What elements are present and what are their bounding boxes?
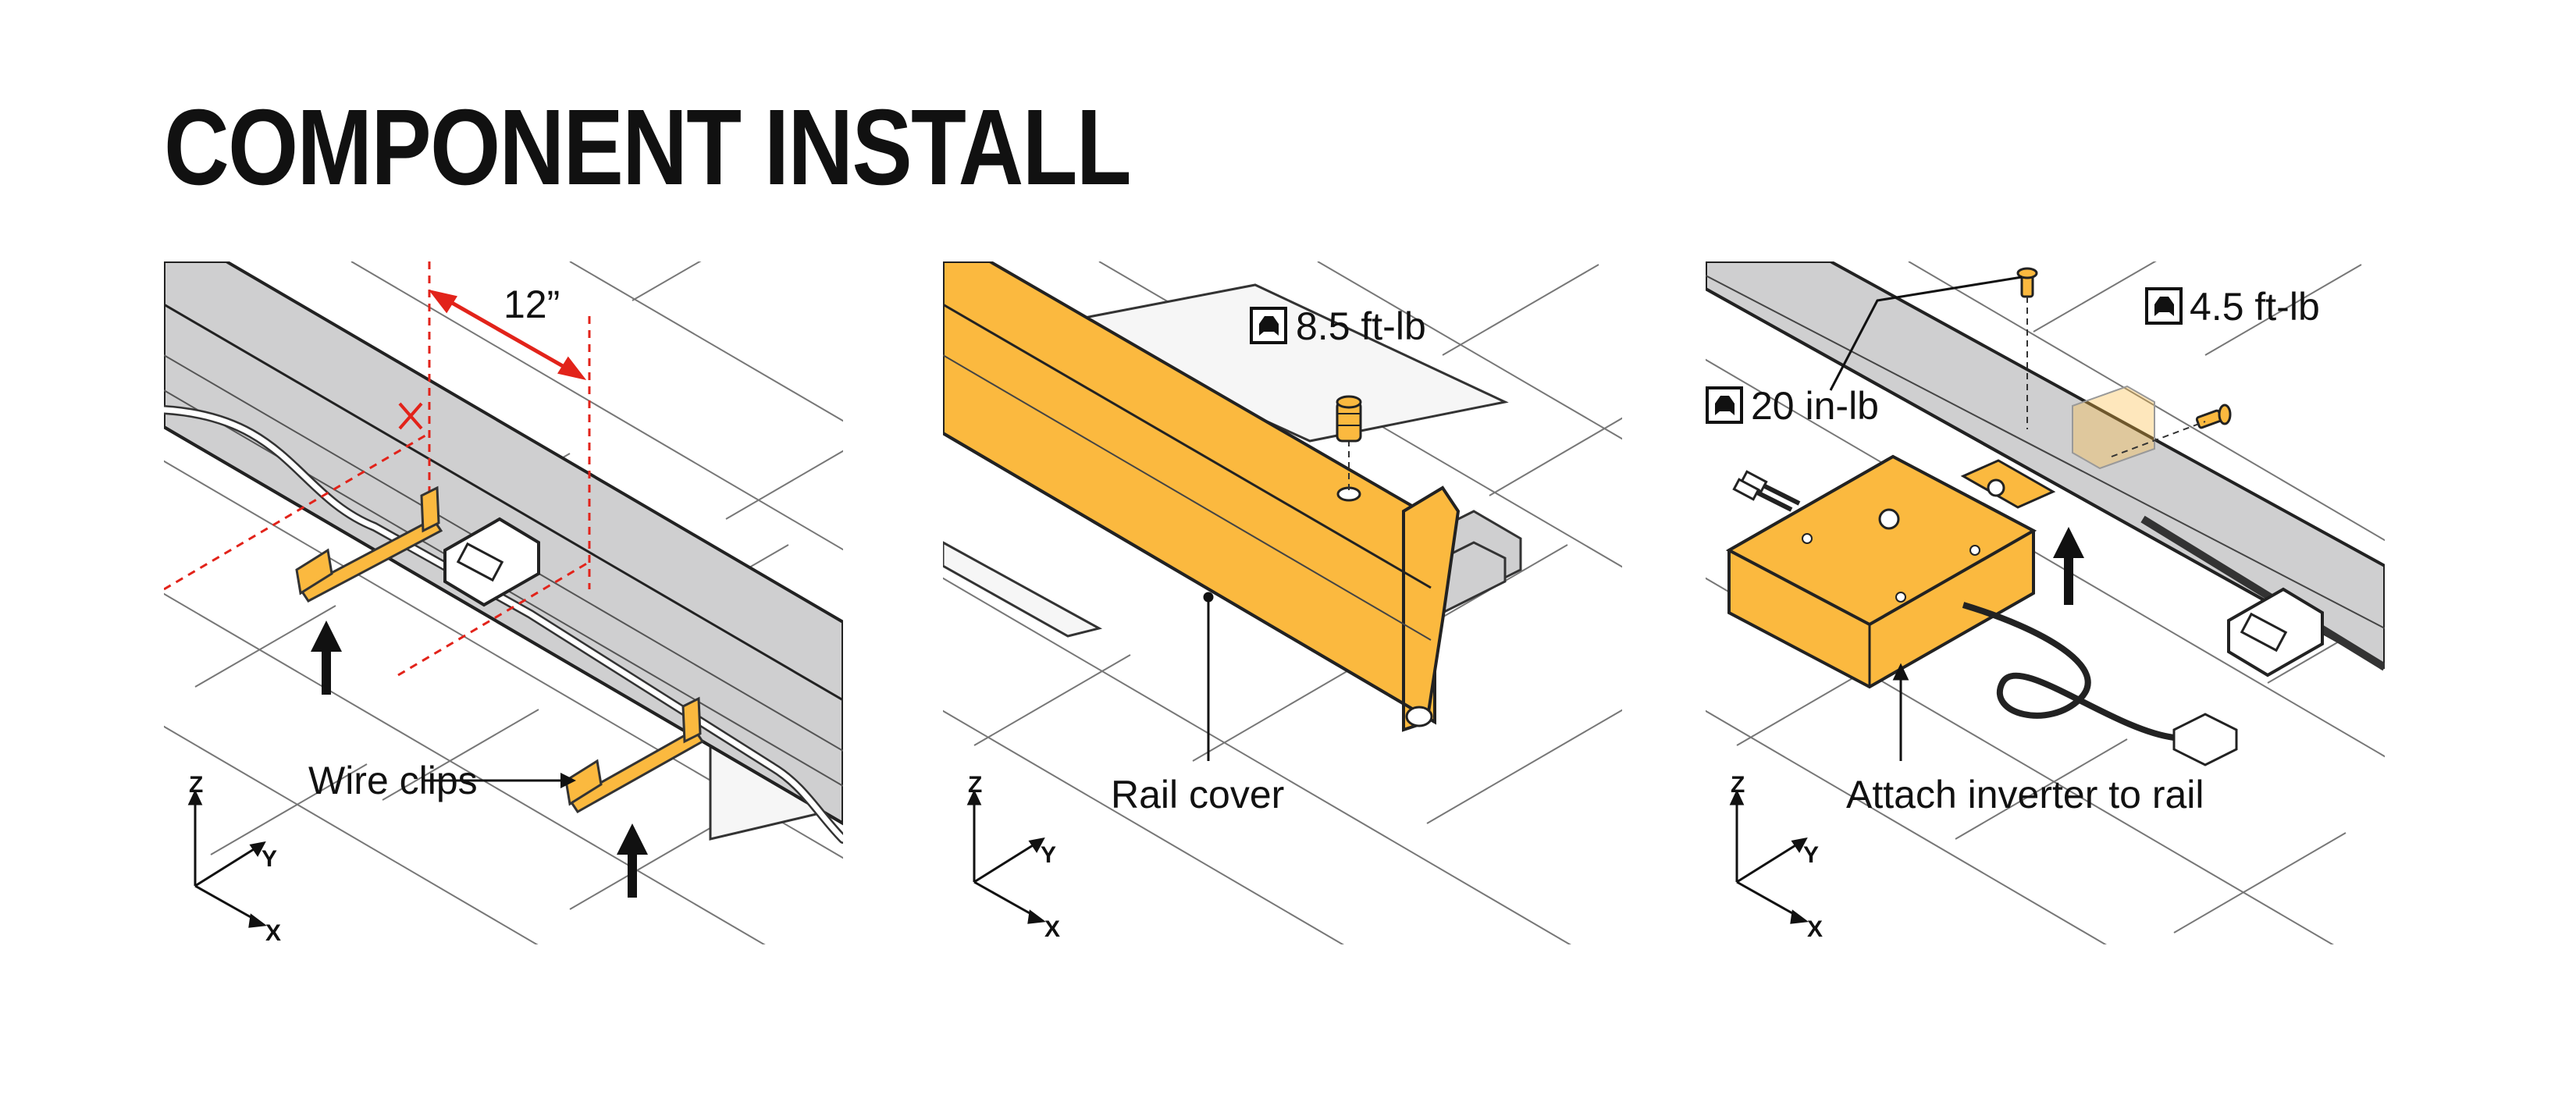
bolt-side	[2195, 404, 2232, 429]
ac-cable	[1962, 602, 2175, 741]
torque-label: 8.5 ft-lb	[1296, 304, 1426, 348]
leader-line	[1203, 592, 1214, 761]
cut-mark	[398, 402, 423, 430]
connector-box	[443, 517, 540, 607]
axis-z-label: Z	[968, 772, 982, 798]
page-title: COMPONENT INSTALL	[164, 87, 1132, 208]
axis-x-label: X	[1044, 916, 1060, 942]
bolt-top	[2016, 267, 2038, 298]
dimension-arrow	[428, 290, 587, 380]
axis-gizmo	[187, 789, 267, 928]
axis-y-label: Y	[262, 846, 277, 872]
axis-gizmo	[966, 789, 1046, 924]
trunk-cable	[2140, 515, 2385, 671]
axis-z-label: Z	[1731, 772, 1745, 798]
axis-y-label: Y	[1041, 842, 1056, 868]
torque-wrench-icon	[1250, 307, 1287, 344]
flashing-plate	[943, 283, 1509, 638]
attach-inverter-label: Attach inverter to rail	[1846, 773, 2204, 816]
wire-clips-illustration: 12” Wire clips Z Y X	[164, 261, 843, 944]
torque-wrench-icon	[1706, 386, 1743, 424]
screw	[1336, 395, 1362, 494]
axis-y-label: Y	[1803, 842, 1819, 868]
leader-20	[1829, 276, 2023, 391]
torque-wrench-icon	[2145, 287, 2183, 325]
panel-attach-inverter: 20 in-lb 4.5 ft-lb Attach inverter to ra…	[1706, 261, 2385, 944]
leader-attach	[1892, 663, 1909, 761]
ac-connector	[2172, 713, 2238, 766]
connector-box	[2227, 587, 2324, 677]
axis-x-label: X	[265, 920, 281, 944]
up-arrow	[2053, 527, 2084, 605]
wire-clip-lower	[564, 696, 705, 813]
torque-label-a: 20 in-lb	[1751, 384, 1879, 428]
axis-gizmo	[1729, 789, 1809, 924]
up-arrow-2	[617, 823, 648, 898]
attach-inverter-illustration: 20 in-lb 4.5 ft-lb Attach inverter to ra…	[1706, 261, 2385, 944]
inverter	[1725, 454, 2056, 689]
wire-clip-upper	[295, 485, 443, 603]
measurement-guides	[164, 261, 591, 677]
up-arrow-1	[311, 621, 342, 695]
axis-x-label: X	[1807, 916, 1823, 942]
torque-label-b: 4.5 ft-lb	[2190, 285, 2320, 329]
roof-tiles	[164, 261, 843, 944]
measurement-label: 12”	[503, 283, 560, 326]
axis-z-label: Z	[189, 772, 203, 798]
rail-cover-label: Rail cover	[1111, 773, 1284, 816]
panel-rail-cover: 8.5 ft-lb Rail cover Z Y X	[943, 261, 1622, 944]
rail-cover	[943, 261, 1461, 732]
panel-wire-clips: 12” Wire clips Z Y X	[164, 261, 843, 944]
dc-leads	[1751, 482, 1801, 512]
rail-cover-illustration: 8.5 ft-lb Rail cover Z Y X	[943, 261, 1622, 944]
wire-clips-label: Wire clips	[308, 759, 478, 802]
